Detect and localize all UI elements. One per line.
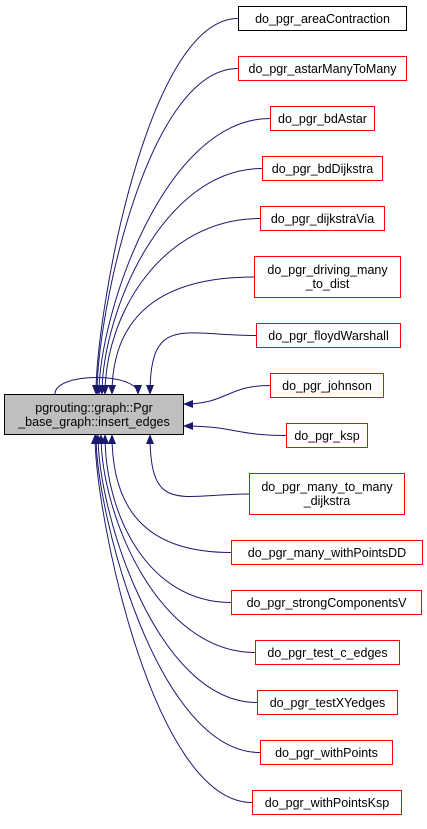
edge-do-pgr-dijkstravia [101, 218, 261, 395]
edge-do-pgr-areacontraction [92, 18, 239, 395]
caller-node-do-pgr-strongcomponentsv[interactable]: do_pgr_strongComponentsV [231, 590, 422, 615]
edge-do-pgr-floydwarshall [146, 332, 257, 395]
edge-do-pgr-test-c-edges [97, 434, 256, 653]
caller-node-do-pgr-floydwarshall[interactable]: do_pgr_floydWarshall [256, 323, 401, 348]
edge-do-pgr-withpoints [92, 434, 261, 753]
caller-node-do-pgr-areacontraction[interactable]: do_pgr_areaContraction [238, 6, 407, 31]
focus-node-label-line2: _base_graph::insert_edges [18, 414, 170, 429]
edge-do-pgr-astarmanytomany [93, 68, 239, 395]
focus-node-insert-edges[interactable]: pgrouting::graph::Pgr _base_graph::inser… [4, 394, 184, 435]
edge-do-pgr-johnson [183, 385, 271, 408]
caller-node-do-pgr-astarmanytomany[interactable]: do_pgr_astarManyToMany [238, 56, 407, 81]
edge-do-pgr-testxyedges [94, 434, 258, 703]
edge-do-pgr-many-to-many-dijkstra [146, 434, 250, 497]
edge-do-pgr-withpointsksp [91, 434, 253, 803]
edge-self-loop [54, 377, 142, 395]
caller-node-do-pgr-dijkstravia[interactable]: do_pgr_dijkstraVia [260, 206, 385, 231]
caller-node-do-pgr-johnson[interactable]: do_pgr_johnson [270, 373, 384, 398]
edge-do-pgr-bdastar [95, 118, 271, 395]
edge-do-pgr-bddijkstra [98, 168, 263, 395]
edge-do-pgr-strongcomponentsv [101, 434, 232, 603]
edge-do-pgr-many-withpointsdd [108, 434, 232, 553]
focus-node-label-line1: pgrouting::graph::Pgr [35, 400, 153, 415]
edge-do-pgr-driving-many-to-dist [108, 276, 255, 395]
caller-node-do-pgr-test-c-edges[interactable]: do_pgr_test_c_edges [255, 640, 400, 665]
caller-node-do-pgr-bddijkstra[interactable]: do_pgr_bdDijkstra [262, 156, 383, 181]
caller-node-do-pgr-many-to-many-dijkstra[interactable]: do_pgr_many_to_many _dijkstra [249, 473, 405, 515]
caller-node-do-pgr-testxyedges[interactable]: do_pgr_testXYedges [257, 690, 398, 715]
caller-node-do-pgr-withpoints[interactable]: do_pgr_withPoints [260, 740, 393, 765]
caller-node-do-pgr-driving-many-to-dist[interactable]: do_pgr_driving_many _to_dist [254, 256, 401, 298]
caller-node-do-pgr-withpointsksp[interactable]: do_pgr_withPointsKsp [252, 790, 402, 815]
caller-node-do-pgr-ksp[interactable]: do_pgr_ksp [286, 423, 368, 448]
edge-do-pgr-ksp [183, 422, 287, 436]
caller-node-do-pgr-many-withpointsdd[interactable]: do_pgr_many_withPointsDD [231, 540, 423, 565]
caller-node-do-pgr-bdastar[interactable]: do_pgr_bdAstar [270, 106, 375, 131]
